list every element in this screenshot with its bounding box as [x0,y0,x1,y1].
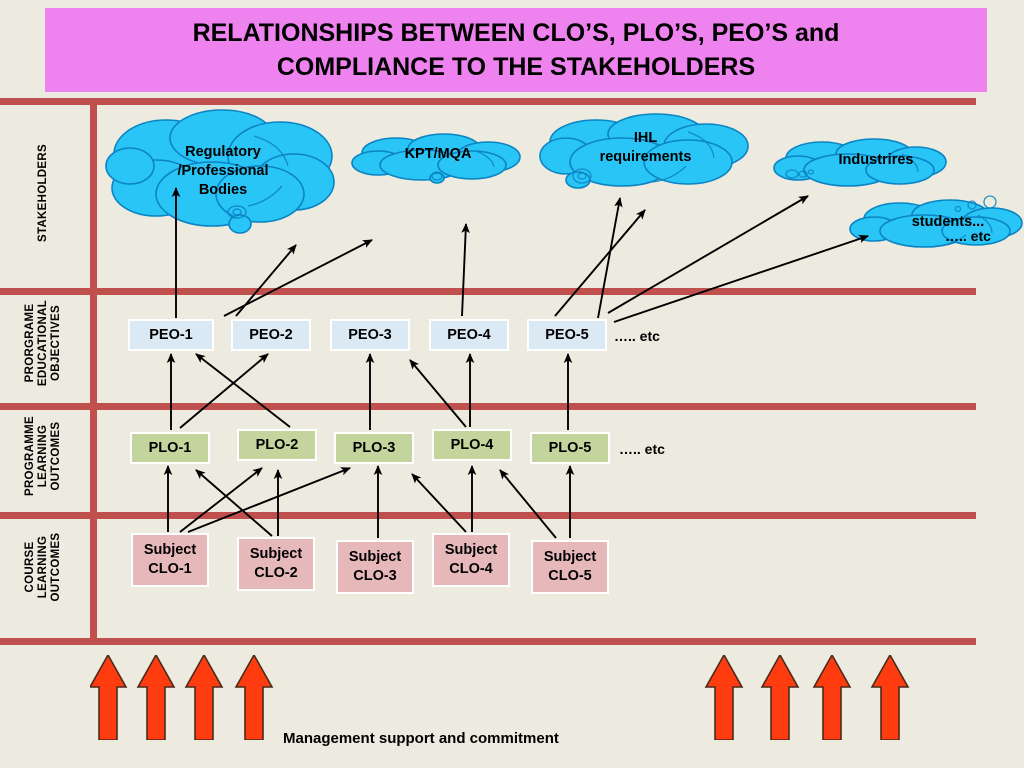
cloud-shape-icon [105,109,335,234]
big-arrow-6 [760,655,800,740]
divider-plo-clo [0,512,976,519]
node-clo-4-line-2: CLO-4 [449,561,493,577]
node-clo-1-line-1: Subject [143,542,197,558]
node-peo-4-label: PEO-4 [447,326,491,343]
row-label-plo: PROGRAMME LEARNING OUTCOMES [23,416,62,497]
big-arrow-5 [704,655,744,740]
node-clo-1[interactable]: Subject CLO-1 [131,533,209,587]
node-plo-3-label: PLO-3 [352,439,396,456]
big-arrow-8 [870,655,910,740]
cloud-shape-icon [351,133,521,184]
arrow-clo1-to-plo2 [179,467,263,533]
arrow-peo1-to-kptmqa [223,239,373,317]
arrow-peo5-to-students [613,234,869,323]
row-label-stakeholders: STAKEHOLDERS [36,144,49,242]
node-plo-1-label: PLO-1 [148,439,192,456]
big-arrow-3 [184,655,224,740]
node-plo-2[interactable]: PLO-2 [237,429,317,461]
node-plo-2-label: PLO-2 [255,436,299,453]
node-clo-2[interactable]: Subject CLO-2 [237,537,315,591]
cloud-ihl-requirements[interactable]: IHL requirements [538,112,753,192]
node-plo-5-label: PLO-5 [548,439,592,456]
node-plo-4[interactable]: PLO-4 [432,429,512,461]
node-clo-5-line-2: CLO-5 [548,568,592,584]
node-clo-3[interactable]: Subject CLO-3 [336,540,414,594]
node-clo-3-line-1: Subject [348,549,402,565]
etc-label-stakeholders: ….. etc [945,228,991,244]
cloud-regulatory-professional-bodies[interactable]: Regulatory /Professional Bodies [104,108,342,234]
node-peo-2[interactable]: PEO-2 [231,319,311,351]
node-clo-3-line-2: CLO-3 [353,568,397,584]
node-plo-5[interactable]: PLO-5 [530,432,610,464]
management-support-arrows [90,655,910,740]
arrow-peo4-to-industries [607,195,809,314]
node-peo-1-label: PEO-1 [149,326,193,343]
arrow-clo5-to-plo4 [499,469,557,539]
node-peo-1[interactable]: PEO-1 [128,319,214,351]
arrow-peo2-to-regulatory [235,244,297,317]
node-clo-1-line-2: CLO-1 [148,561,192,577]
arrow-peo5-to-ihl-right [597,197,623,319]
arrow-plo4-to-peo3 [409,359,467,428]
divider-stakeholders-peo [0,288,976,295]
node-plo-4-label: PLO-4 [450,436,494,453]
big-arrow-7 [812,655,852,740]
node-plo-1[interactable]: PLO-1 [130,432,210,464]
cloud-students[interactable]: students... [848,195,1024,253]
node-peo-5-label: PEO-5 [545,326,589,343]
arrow-clo4-to-plo3 [411,473,467,533]
arrow-plo1-to-peo2 [179,353,269,429]
node-plo-3[interactable]: PLO-3 [334,432,414,464]
row-label-clo: COURSE LEARNING OUTCOMES [23,532,62,602]
page-title-line-2: COMPLIANCE TO THE STAKEHOLDERS [276,53,756,81]
divider-bottom [0,638,976,645]
page-title: RELATIONSHIPS BETWEEN CLO’S, PLO’S, PEO’… [45,8,987,92]
arrow-clo1-to-plo3 [187,467,351,533]
node-clo-2-line-1: Subject [249,546,303,562]
arrow-peo5-to-ihl-left [554,209,646,317]
node-clo-4[interactable]: Subject CLO-4 [432,533,510,587]
node-peo-4[interactable]: PEO-4 [429,319,509,351]
cloud-shape-icon [539,113,749,189]
cloud-industries[interactable]: Industrires [770,136,950,192]
management-support-caption: Management support and commitment [283,730,559,747]
row-label-peo: PRORGRAME EDUCATIONAL OBJECTIVES [23,299,62,387]
node-clo-2-line-2: CLO-2 [254,565,298,581]
divider-top [0,98,976,105]
arrow-plo2-to-peo1 [195,353,291,428]
node-clo-5-line-1: Subject [543,549,597,565]
divider-peo-plo [0,403,976,410]
node-clo-4-line-1: Subject [444,542,498,558]
big-arrow-2 [136,655,176,740]
node-peo-3-label: PEO-3 [348,326,392,343]
cloud-shape-icon [773,138,947,187]
divider-vertical-label-column [90,98,97,645]
node-clo-5[interactable]: Subject CLO-5 [531,540,609,594]
node-peo-2-label: PEO-2 [249,326,293,343]
big-arrow-1 [90,655,128,740]
page-title-line-1: RELATIONSHIPS BETWEEN CLO’S, PLO’S, PEO’… [192,19,840,47]
cloud-kpt-mqa[interactable]: KPT/MQA [348,131,528,184]
cloud-shape-icon [849,195,1023,248]
arrow-clo2-to-plo1 [195,469,273,537]
arrow-peo3-to-ihl [461,223,470,317]
node-peo-5[interactable]: PEO-5 [527,319,607,351]
etc-label-peo: ….. etc [614,328,660,344]
node-peo-3[interactable]: PEO-3 [330,319,410,351]
etc-label-plo: ….. etc [619,441,665,457]
big-arrow-4 [234,655,274,740]
